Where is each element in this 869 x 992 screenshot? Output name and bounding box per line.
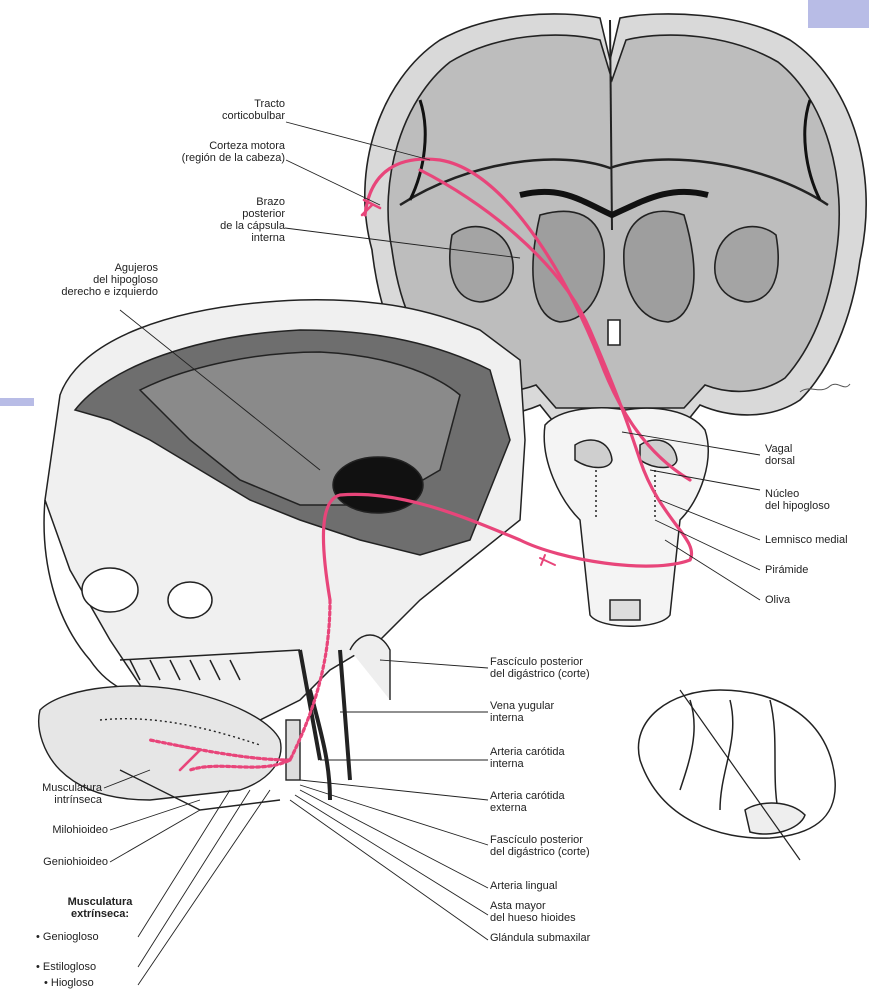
label-fasciculo-digastrico-2: Fascículo posterior del digástrico (cort… (490, 834, 660, 858)
label-asta-mayor-hioides: Asta mayor del hueso hioides (490, 900, 660, 924)
skull (44, 300, 525, 740)
small-lateral-brain (638, 690, 835, 860)
label-fasciculo-digastrico-1: Fascículo posterior del digástrico (cort… (490, 656, 660, 680)
label-geniogloso: • Geniogloso (36, 931, 146, 943)
label-arteria-carotida-interna: Arteria carótida interna (490, 746, 660, 770)
label-corteza-motora: Corteza motora (región de la cabeza) (120, 140, 285, 164)
label-glandula-submaxilar: Glándula submaxilar (490, 932, 660, 944)
label-nucleo-hipogloso: Núcleo del hipogloso (765, 488, 865, 512)
label-arteria-lingual: Arteria lingual (490, 880, 660, 892)
label-vena-yugular: Vena yugular interna (490, 700, 660, 724)
left-accent-bar (0, 398, 34, 406)
label-oliva: Oliva (765, 594, 865, 606)
medulla-section (544, 408, 708, 626)
top-right-accent-bar (808, 0, 869, 28)
label-brazo-posterior: Brazo posterior de la cápsula interna (170, 196, 285, 244)
label-milohioideo: Milohioideo (0, 824, 108, 836)
label-vagal-dorsal: Vagal dorsal (765, 443, 865, 467)
label-tracto-corticobulbar: Tracto corticobulbar (170, 98, 285, 122)
label-geniohioideo: Geniohioideo (0, 856, 108, 868)
label-estilogloso: • Estilogloso (36, 961, 146, 973)
label-arteria-carotida-externa: Arteria carótida externa (490, 790, 660, 814)
label-hiogloso: • Hiogloso (44, 977, 154, 989)
label-agujeros-hipogloso: Agujeros del hipogloso derecho e izquier… (0, 262, 158, 298)
label-musculatura-intrinseca: Musculatura intrínseca (0, 782, 102, 806)
label-musculatura-extrinseca: Musculatura extrínseca: (50, 896, 150, 920)
label-piramide: Pirámide (765, 564, 865, 576)
label-lemnisco-medial: Lemnisco medial (765, 534, 869, 546)
